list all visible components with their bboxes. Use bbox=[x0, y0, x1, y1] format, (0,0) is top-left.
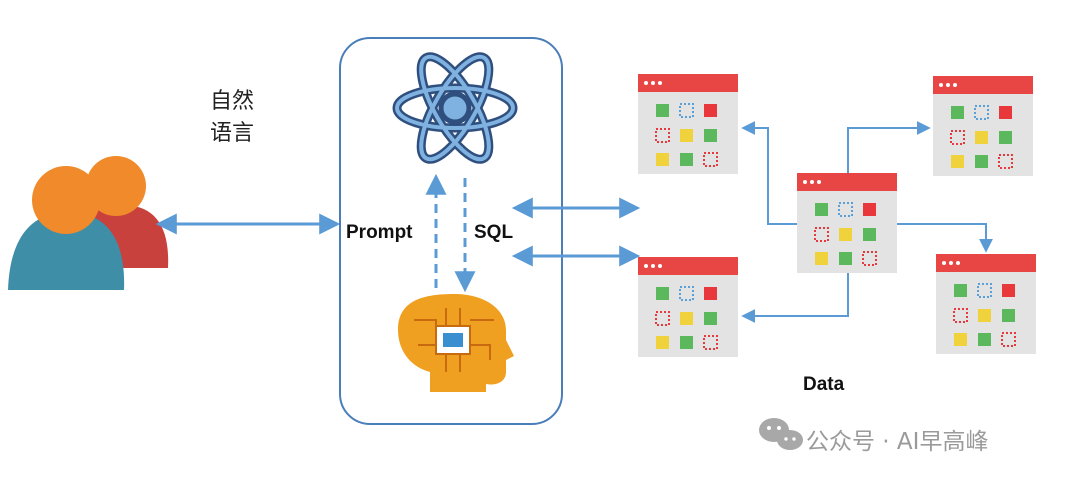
data-window-icon bbox=[637, 256, 739, 358]
data-window-icon bbox=[935, 253, 1037, 355]
data-window-icon bbox=[796, 172, 898, 274]
ai-head-icon bbox=[398, 294, 514, 392]
data-window-icon bbox=[932, 75, 1034, 177]
llm-panel bbox=[339, 37, 563, 425]
atom-icon bbox=[392, 52, 518, 164]
prompt-label: Prompt bbox=[346, 222, 413, 243]
users-icon bbox=[8, 156, 169, 290]
watermark-text: 公众号 · AI早高峰 bbox=[806, 429, 989, 455]
wechat-icon bbox=[759, 418, 803, 450]
data-window-icon bbox=[637, 73, 739, 175]
natural-language-label: 自然 语言 bbox=[210, 86, 254, 150]
data-connectors bbox=[741, 121, 993, 323]
natural-language-line1: 自然 bbox=[210, 89, 255, 114]
sql-label: SQL bbox=[474, 222, 514, 243]
natural-language-line2: 语言 bbox=[210, 121, 255, 146]
data-label: Data bbox=[803, 374, 845, 395]
